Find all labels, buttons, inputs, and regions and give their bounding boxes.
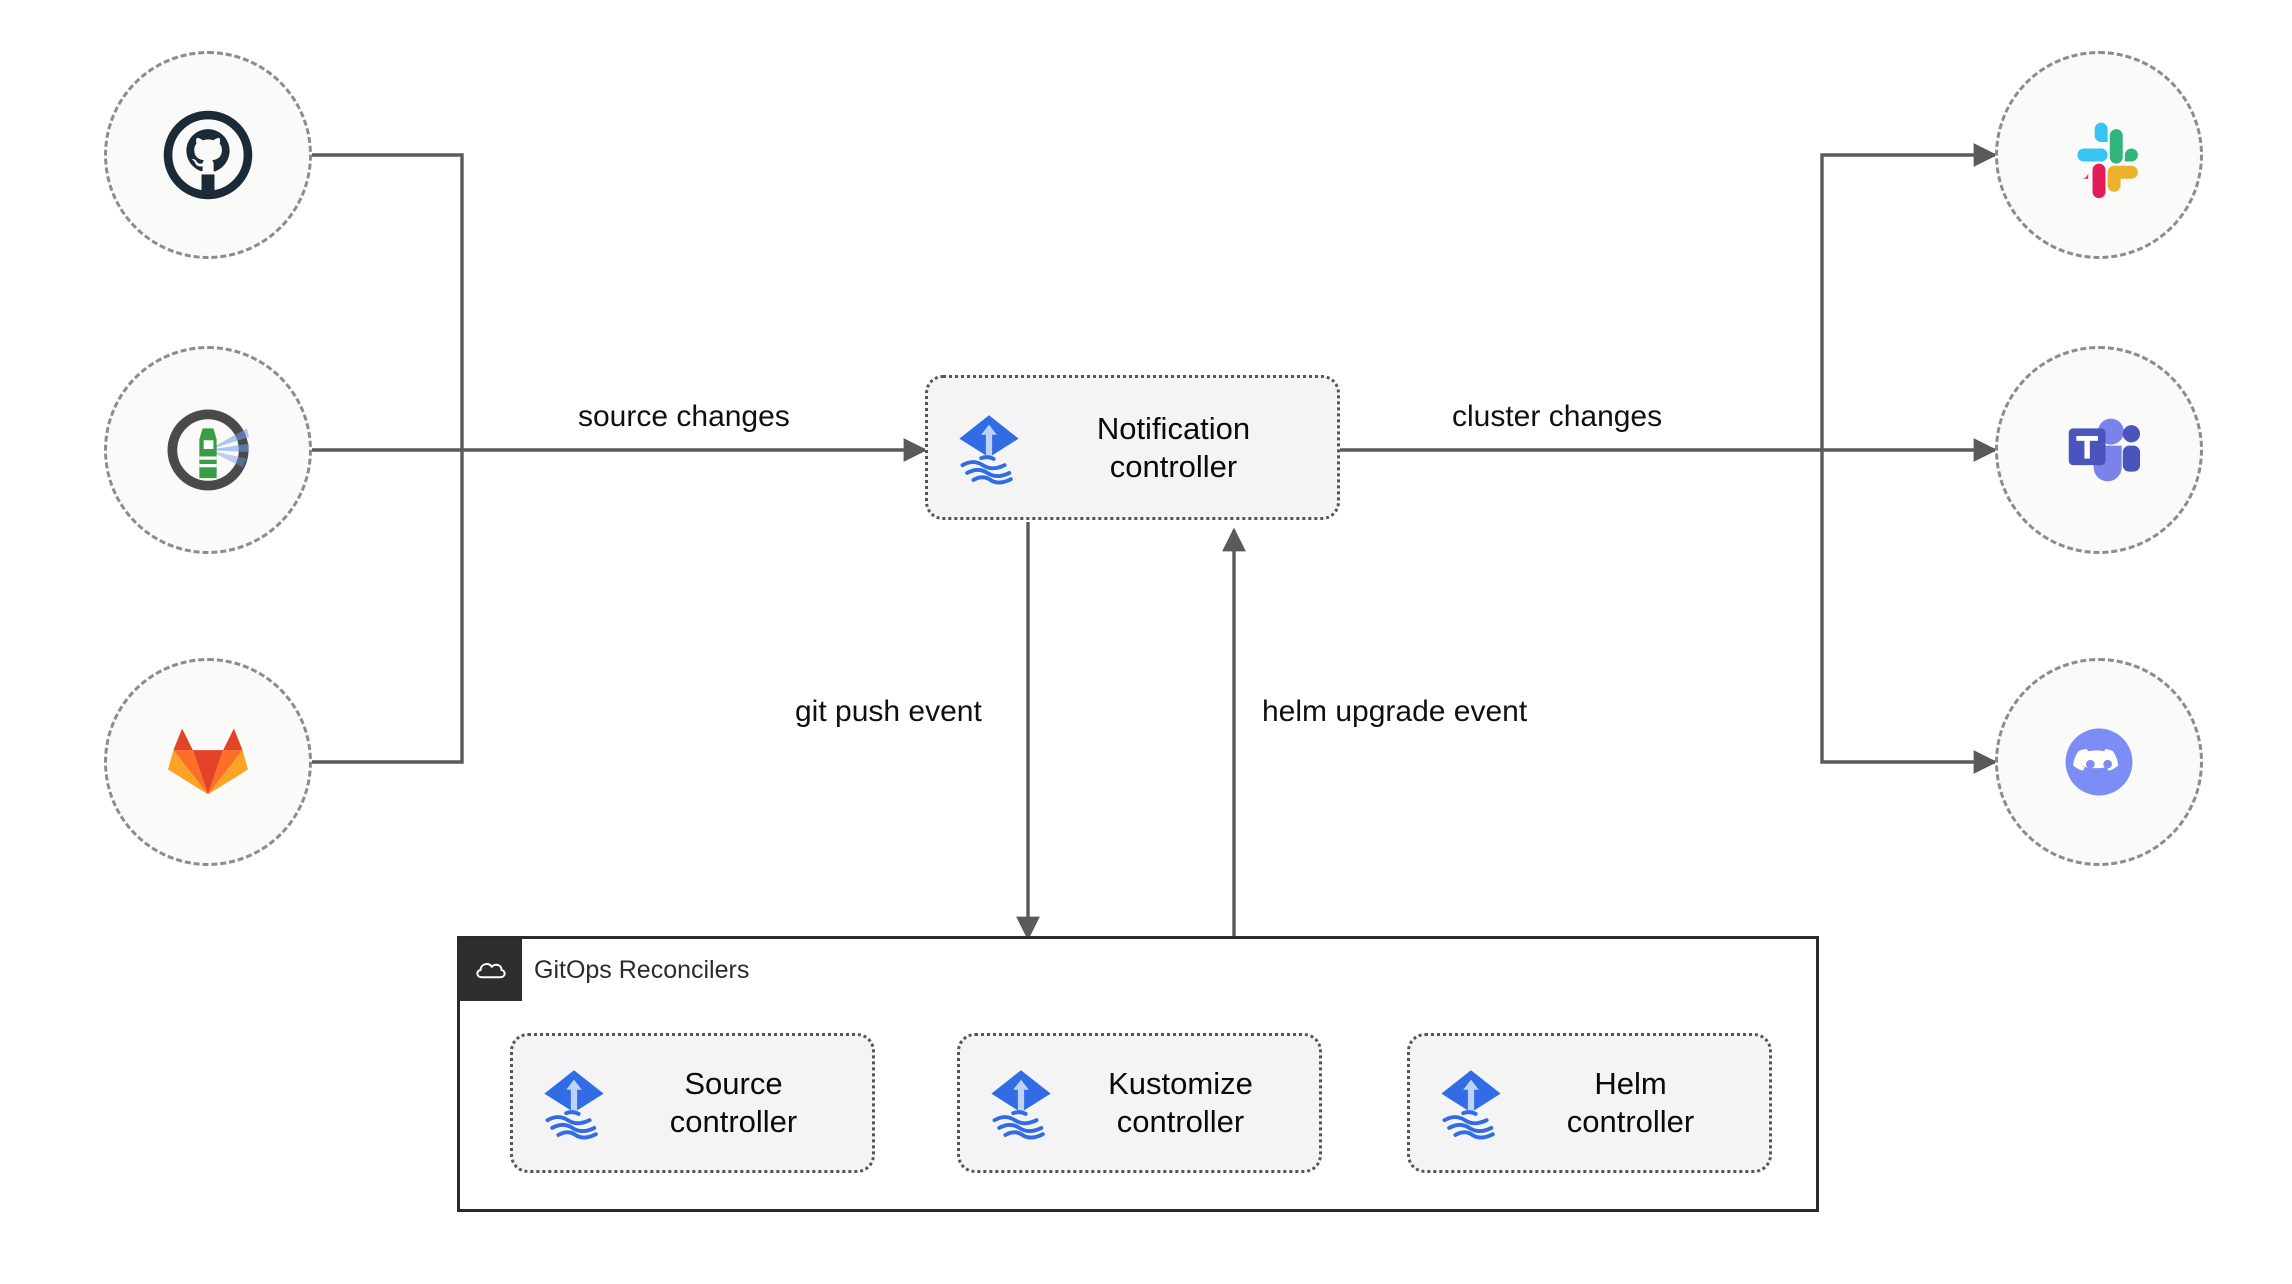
flux-logo-icon [991, 1070, 1051, 1140]
source-node-github[interactable] [104, 51, 312, 259]
edge-label-git-push-event: git push event [795, 695, 982, 728]
gitops-container-title: GitOps Reconcilers [534, 955, 750, 984]
gitlab-icon [168, 728, 248, 795]
flux-logo-icon [544, 1070, 604, 1140]
target-node-teams[interactable] [1995, 346, 2203, 554]
helm-controller-label: Helm controller [1566, 1066, 1695, 1139]
wire-github-to-trunk [312, 153, 464, 450]
gitops-reconcilers-container: GitOps Reconcilers Source controller [457, 936, 1819, 1212]
helm-controller-box[interactable]: Helm controller [1407, 1033, 1772, 1173]
source-controller-label: Source controller [669, 1066, 798, 1139]
source-node-harbor[interactable] [104, 346, 312, 554]
edge-label-helm-upgrade-event: helm upgrade event [1262, 695, 1528, 728]
flux-logo-icon [1441, 1070, 1501, 1140]
github-icon [163, 110, 253, 200]
source-controller-box[interactable]: Source controller [510, 1033, 875, 1173]
cloud-icon [460, 939, 522, 1001]
target-node-discord[interactable] [1995, 658, 2203, 866]
source-node-gitlab[interactable] [104, 658, 312, 866]
edge-label-cluster-changes: cluster changes [1452, 400, 1663, 433]
slack-icon [2077, 122, 2138, 199]
flux-logo-icon [959, 414, 1019, 484]
wire-trunk-to-discord [1820, 450, 1998, 774]
edge-label-source-changes: source changes [578, 400, 790, 433]
kustomize-controller-label: Kustomize controller [1108, 1066, 1253, 1139]
notification-controller-box[interactable]: Notification controller [925, 375, 1340, 520]
notification-controller-label: Notification controller [1096, 410, 1251, 484]
microsoft-teams-icon [2068, 418, 2141, 482]
wire-trunk-to-slack [1820, 143, 1998, 450]
cloud-glyph [476, 963, 506, 979]
target-node-slack[interactable] [1995, 51, 2203, 259]
kustomize-controller-box[interactable]: Kustomize controller [957, 1033, 1322, 1173]
harbor-icon [167, 409, 250, 491]
discord-icon [2065, 728, 2133, 796]
wire-gitlab-to-trunk [312, 450, 464, 764]
